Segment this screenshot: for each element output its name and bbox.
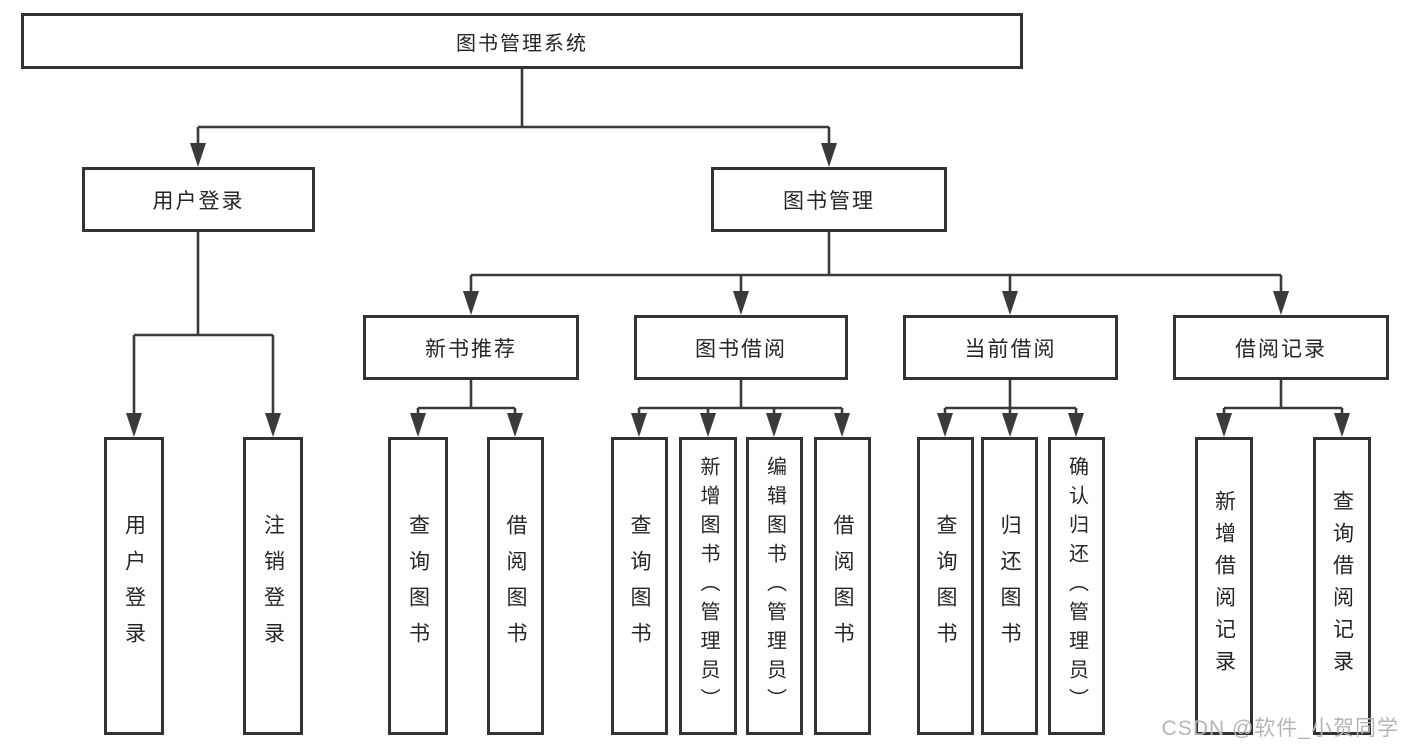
watermark: CSDN @软件_小贺同学 [1161,717,1399,740]
leaf-edit-book-admin: 编辑图书（管理员） [746,437,803,735]
node-current-borrowing: 当前借阅 [903,315,1118,380]
leaf-borrow-book-1: 借阅图书 [487,437,544,735]
leaf-add-book-admin-label: 新增图书（管理员） [697,455,719,717]
node-book-borrowing: 图书借阅 [634,315,848,380]
node-library-management-system: 图书管理系统 [21,13,1023,69]
leaf-borrow-book-2: 借阅图书 [814,437,871,735]
node-user-login: 用户登录 [82,167,315,232]
leaf-confirm-return-admin: 确认归还（管理员） [1048,437,1105,735]
node-borrowing-records: 借阅记录 [1173,315,1389,380]
leaf-query-book-1: 查询图书 [388,437,448,735]
leaf-user-login: 用户登录 [104,437,164,735]
leaf-query-book-2-label: 查询图书 [628,514,651,658]
leaf-borrow-book-1-label: 借阅图书 [504,514,527,658]
leaf-logout-label: 注销登录 [261,514,285,658]
leaf-query-book-3-label: 查询图书 [934,514,957,658]
leaf-add-borrow-record-label: 新增借阅记录 [1212,490,1236,682]
leaf-borrow-book-2-label: 借阅图书 [831,514,854,658]
leaf-query-book-3: 查询图书 [917,437,974,735]
leaf-edit-book-admin-label: 编辑图书（管理员） [763,455,786,717]
leaf-query-book-1-label: 查询图书 [406,514,430,658]
node-book-management: 图书管理 [711,167,947,232]
leaf-add-borrow-record: 新增借阅记录 [1195,437,1253,735]
node-new-book-recommendation: 新书推荐 [363,315,579,380]
leaf-query-book-2: 查询图书 [611,437,668,735]
leaf-logout: 注销登录 [243,437,303,735]
leaf-query-borrow-record: 查询借阅记录 [1313,437,1371,735]
leaf-confirm-return-admin-label: 确认归还（管理员） [1065,455,1088,717]
leaf-add-book-admin: 新增图书（管理员） [679,437,737,735]
leaf-user-login-label: 用户登录 [122,514,146,658]
leaf-return-book-label: 归还图书 [998,514,1021,658]
leaf-query-borrow-record-label: 查询借阅记录 [1330,490,1354,682]
leaf-return-book: 归还图书 [981,437,1038,735]
